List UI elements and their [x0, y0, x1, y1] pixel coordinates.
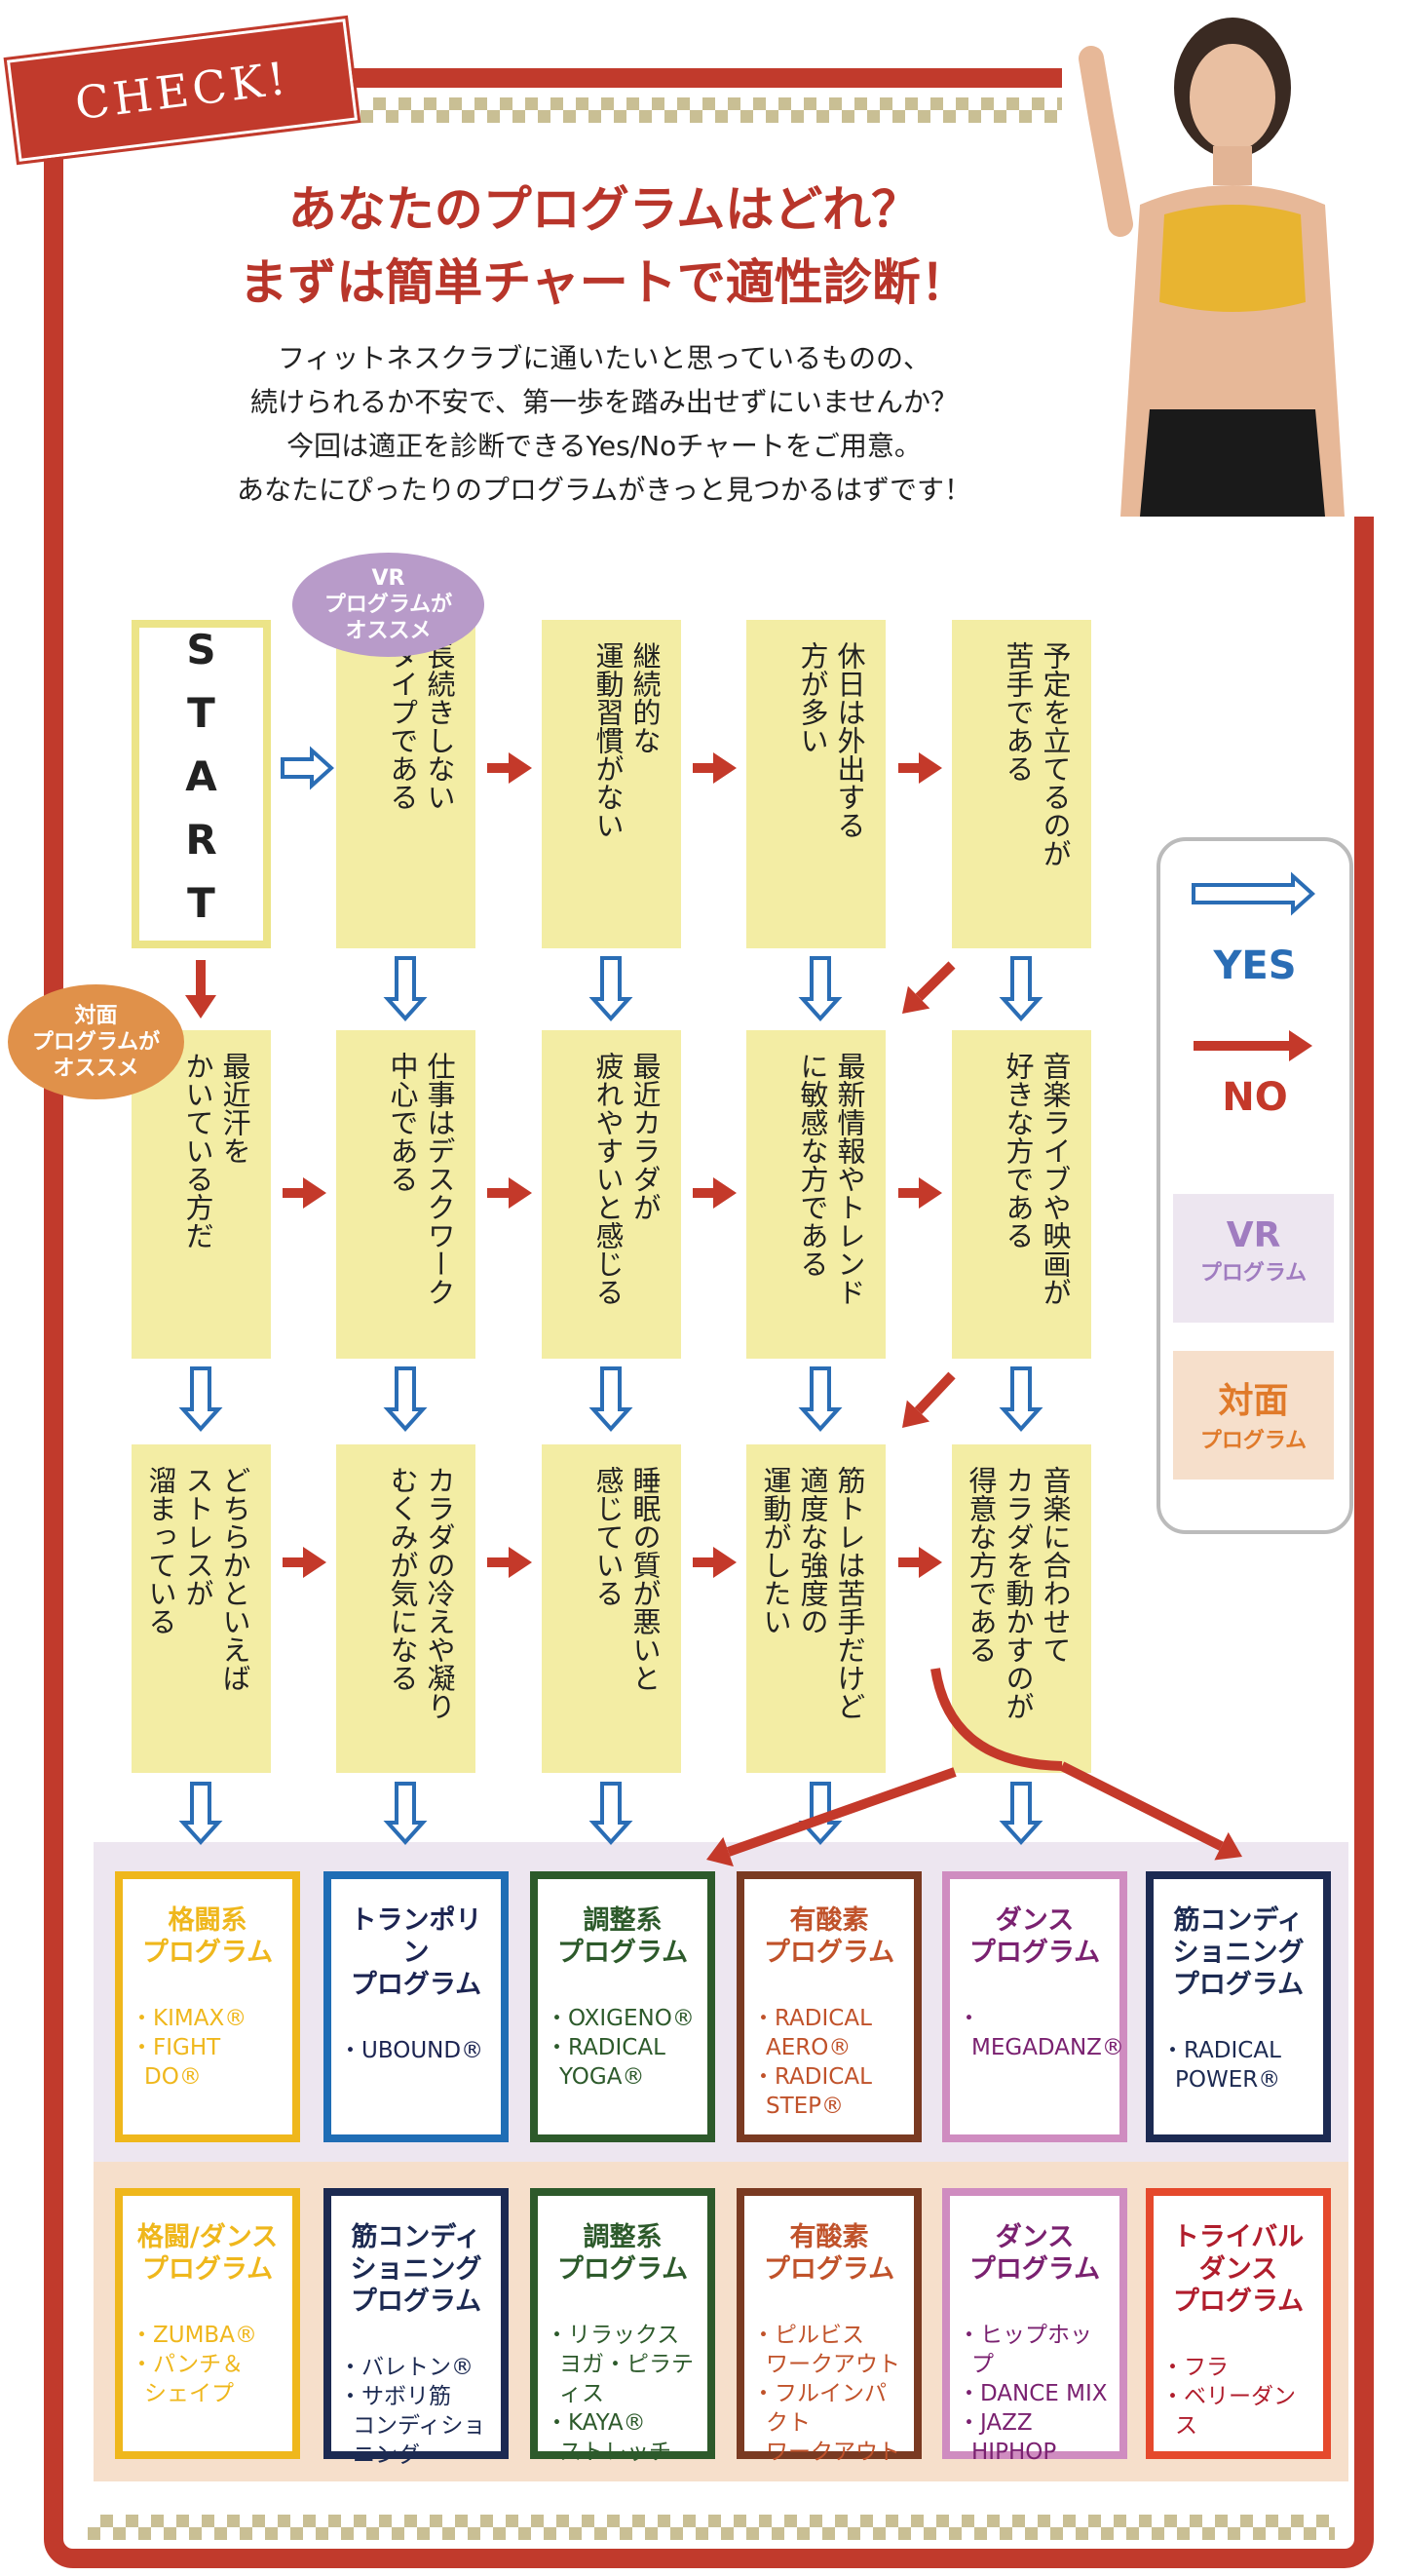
vr-recommend-bubble: VR プログラムが オススメ [292, 553, 484, 657]
start-box: START [132, 620, 271, 948]
question-box: 音楽ライブや映画が 好きな方である [952, 1030, 1091, 1359]
face-program-card: トライバル ダンス プログラムフラベリーダンス [1146, 2188, 1331, 2459]
intro-line: フィットネスクラブに通いたいと思っているものの、 [277, 342, 931, 374]
program-list: フラベリーダンス [1161, 2353, 1315, 2441]
vr-program-band [94, 1842, 1348, 2162]
legend-face-sub: プログラム [1199, 1429, 1308, 1453]
program-item: MEGADANZ® [958, 2004, 1124, 2062]
program-title: 筋コンディ ショニング プログラム [1172, 1905, 1305, 2000]
program-item: DANCE MIX [958, 2379, 1112, 2408]
program-list: RADICAL POWER® [1161, 2036, 1315, 2095]
legend-vr-sub: プログラム [1199, 1261, 1308, 1286]
face-program-band [94, 2162, 1348, 2481]
question-box: 予定を立てるのが 苦手である [952, 620, 1091, 948]
program-item: ベリーダンス [1161, 2382, 1315, 2441]
program-item: パンチ＆ シェイプ [131, 2350, 284, 2408]
legend-yes: YES [1213, 943, 1297, 988]
program-item: KAYA® ストレッチ [546, 2408, 700, 2467]
program-title: トランポリン プログラム [350, 1905, 482, 2000]
question-box: 休日は外出する 方が多い [746, 620, 886, 948]
question-box: カラダの冷えや凝り むくみが気になる [336, 1444, 475, 1773]
program-item: KIMAX® [131, 2004, 284, 2033]
question-box: 睡眠の質が悪いと 感じている [542, 1444, 681, 1773]
legend-face-title: 対面 [1218, 1381, 1289, 1421]
program-item: バレトン® [339, 2353, 493, 2382]
program-item: サボリ筋 コンディショ ニング [339, 2382, 493, 2470]
program-list: UBOUND® [339, 2036, 493, 2065]
face-program-card: 格闘/ダンス プログラム ZUMBA®パンチ＆ シェイプ [115, 2188, 300, 2459]
face-program-card: 有酸素 プログラムピルビス ワークアウトフルインパクト ワークアウト [737, 2188, 922, 2465]
program-list: ピルビス ワークアウトフルインパクト ワークアウト [752, 2321, 906, 2467]
face-program-card: 筋コンディ ショニング プログラムバレトン®サボリ筋 コンディショ ニング [323, 2188, 509, 2468]
legend-vr-title: VR [1226, 1215, 1281, 1255]
program-item: JAZZ HIPHOP [958, 2408, 1112, 2467]
program-title: 調整系 プログラム [556, 2222, 689, 2285]
program-title: 有酸素 プログラム [763, 1905, 895, 1968]
program-list: MEGADANZ® [958, 2004, 1124, 2062]
face-program-card: 調整系 プログラムリラックス ヨガ・ピラティスKAYA® ストレッチ [530, 2188, 715, 2465]
legend-face: 対面 プログラム [1173, 1351, 1334, 1480]
program-title: 調整系 プログラム [556, 1905, 689, 1968]
question-box: 長続きしない タイプである [336, 620, 475, 948]
intro-line: あなたにぴったりのプログラムがきっと見つかるはずです！ [236, 474, 972, 506]
question-box: どちらかといえば ストレスが 溜まっている [132, 1444, 271, 1773]
program-list: バレトン®サボリ筋 コンディショ ニング [339, 2353, 493, 2470]
program-item: RADICAL POWER® [1161, 2036, 1315, 2095]
intro-line: 続けられるか不安で、第一歩を踏み出せずにいませんか？ [249, 386, 959, 418]
vr-program-card: 調整系 プログラム OXIGENO®RADICAL YOGA® [530, 1871, 715, 2142]
vr-program-card: トランポリン プログラム UBOUND® [323, 1871, 509, 2142]
program-item: リラックス ヨガ・ピラティス [546, 2321, 700, 2408]
program-title: 筋コンディ ショニング プログラム [350, 2222, 482, 2317]
program-list: KIMAX®FIGHT DO® [131, 2004, 284, 2092]
question-box: 音楽に合わせて カラダを動かすのが 得意な方である [952, 1444, 1091, 1773]
vr-program-card: ダンス プログラム MEGADANZ® [942, 1871, 1127, 2142]
program-list: OXIGENO®RADICAL YOGA® [546, 2004, 700, 2092]
question-box: 最新情報やトレンド に敏感な方である [746, 1030, 886, 1359]
question-box: 筋トレは苦手だけど 適度な強度の 運動がしたい [746, 1444, 886, 1773]
checker-band-top [360, 97, 1101, 123]
program-item: ヒップホップ [958, 2321, 1112, 2379]
program-title: 有酸素 プログラム [763, 2222, 895, 2285]
title-line-1: あなたのプログラムはどれ？ [287, 180, 921, 238]
program-item: ピルビス ワークアウト [752, 2321, 906, 2379]
legend-vr: VR プログラム [1173, 1194, 1334, 1323]
face-program-card: ダンス プログラムヒップホップDANCE MIXJAZZ HIPHOP [942, 2188, 1127, 2465]
checker-band-bottom [88, 2515, 1335, 2540]
question-box: 最近カラダが 疲れやすいと感じる [542, 1030, 681, 1359]
legend: YES NO VR プログラム 対面 プログラム [1157, 837, 1353, 1534]
program-title: トライバル ダンス プログラム [1172, 2222, 1305, 2317]
question-box: 最近汗を かいている方だ [132, 1030, 271, 1359]
program-list: ZUMBA®パンチ＆ シェイプ [131, 2321, 284, 2408]
vr-program-card: 格闘系 プログラム KIMAX®FIGHT DO® [115, 1871, 300, 2142]
vr-program-card: 有酸素 プログラム RADICAL AERO®RADICAL STEP® [737, 1871, 922, 2142]
program-item: フラ [1161, 2353, 1315, 2382]
program-list: リラックス ヨガ・ピラティスKAYA® ストレッチ [546, 2321, 700, 2467]
intro-line: 今回は適正を診断できるYes/Noチャートをご用意。 [286, 430, 922, 462]
program-item: FIGHT DO® [131, 2033, 284, 2092]
question-box: 仕事はデスクワーク 中心である [336, 1030, 475, 1359]
face-recommend-bubble: 対面 プログラムが オススメ [8, 984, 184, 1099]
legend-no: NO [1222, 1075, 1288, 1120]
program-item: UBOUND® [339, 2036, 493, 2065]
title-line-2: まずは簡単チャートで適性診断！ [239, 253, 969, 311]
program-item: ZUMBA® [131, 2321, 284, 2350]
program-item: フルインパクト ワークアウト [752, 2379, 906, 2467]
program-title: 格闘/ダンス プログラム [136, 2222, 279, 2285]
program-item: RADICAL YOGA® [546, 2033, 700, 2092]
program-list: RADICAL AERO®RADICAL STEP® [752, 2004, 906, 2121]
program-item: RADICAL STEP® [752, 2062, 906, 2121]
model-photo [1062, 0, 1393, 517]
program-title: ダンス プログラム [968, 2222, 1101, 2285]
program-title: 格闘系 プログラム [141, 1905, 274, 1968]
intro-text: フィットネスクラブに通いたいと思っているものの、 続けられるか不安で、第一歩を踏… [117, 336, 1091, 512]
question-box: 継続的な 運動習慣がない [542, 620, 681, 948]
program-title: ダンス プログラム [968, 1905, 1101, 1968]
program-item: RADICAL AERO® [752, 2004, 906, 2062]
program-list: ヒップホップDANCE MIXJAZZ HIPHOP [958, 2321, 1112, 2467]
program-item: OXIGENO® [546, 2004, 700, 2033]
vr-program-card: 筋コンディ ショニング プログラム RADICAL POWER® [1146, 1871, 1331, 2142]
